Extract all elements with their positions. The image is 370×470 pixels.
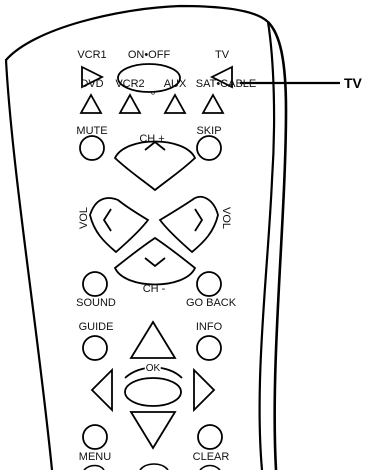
channel-up-button[interactable]	[113, 140, 197, 192]
tv-button[interactable]	[209, 65, 233, 89]
go-back-button[interactable]	[196, 271, 222, 297]
nav-down-button[interactable]	[129, 411, 177, 450]
nav-left-button[interactable]	[90, 367, 113, 413]
clear-button[interactable]	[197, 424, 223, 450]
sound-label: SOUND	[76, 297, 116, 309]
ok-label: OK	[144, 363, 162, 375]
menu-button[interactable]	[82, 424, 108, 450]
nav-up-button[interactable]	[129, 320, 177, 359]
aux-label: AUX	[163, 78, 187, 90]
vcr1-button[interactable]	[81, 65, 105, 89]
channel-down-button[interactable]	[113, 236, 197, 286]
skip-label: SKIP	[196, 125, 222, 137]
vol-right-label: VOL	[220, 206, 232, 230]
ch-up-label: CH +	[139, 133, 165, 145]
menu-label: MENU	[78, 451, 112, 463]
clear-label: CLEAR	[192, 451, 230, 463]
sound-button[interactable]	[82, 271, 108, 297]
indicator-light: °	[150, 88, 156, 103]
on-off-label: ON•OFF	[127, 49, 171, 61]
tv-callout-label: TV	[344, 75, 362, 91]
vcr2-button[interactable]	[118, 93, 142, 114]
remote-side-edge	[267, 21, 288, 470]
mute-button[interactable]	[79, 135, 105, 161]
dvd-button[interactable]	[79, 93, 103, 114]
nav-right-button[interactable]	[193, 367, 216, 413]
ok-button[interactable]	[124, 377, 182, 407]
info-button[interactable]	[196, 335, 222, 361]
vcr1-label: VCR1	[77, 49, 107, 61]
vcr2-label: VCR2	[115, 78, 145, 90]
mute-label: MUTE	[76, 125, 108, 137]
chevron-left-icon	[102, 208, 112, 232]
volume-left-button[interactable]	[89, 197, 150, 254]
bottom-partial-buttons	[83, 463, 221, 470]
skip-button[interactable]	[196, 135, 222, 161]
aux-button[interactable]	[163, 93, 187, 114]
chevron-up-icon	[144, 140, 166, 151]
guide-button[interactable]	[82, 335, 108, 361]
power-button[interactable]	[117, 63, 181, 93]
sat-cable-label: SAT•CABLE	[195, 78, 257, 90]
chevron-right-icon	[194, 208, 204, 232]
sat-cable-button[interactable]	[201, 93, 225, 114]
ch-down-label: CH -	[142, 283, 166, 295]
chevron-down-icon	[144, 257, 166, 268]
vol-left-label: VOL	[78, 206, 90, 230]
tv-label: TV	[214, 49, 230, 61]
info-label: INFO	[195, 321, 223, 333]
guide-label: GUIDE	[78, 321, 114, 333]
dvd-label: DVD	[80, 78, 104, 90]
volume-right-button[interactable]	[158, 195, 219, 254]
go-back-label: GO BACK	[185, 297, 237, 309]
remote-outline	[4, 4, 276, 470]
